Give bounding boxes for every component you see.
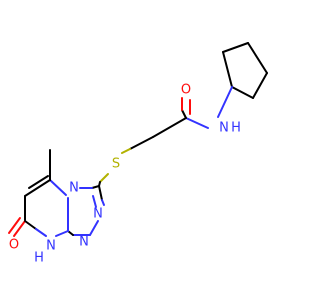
molecule-structure-diagram: O N H S N N N O N H (8, 42, 268, 266)
bond (13, 220, 26, 237)
bond (129, 136, 154, 150)
bond (217, 86, 233, 118)
triazole-ring (67, 185, 105, 236)
bond (121, 148, 131, 154)
bond (231, 86, 254, 99)
sulfur-label: S (112, 157, 120, 172)
bond (222, 51, 233, 88)
bond (152, 117, 187, 138)
bond (99, 173, 109, 183)
amide-nitrogen-label: N (219, 121, 229, 136)
bond (181, 109, 187, 119)
amide-group (121, 86, 233, 154)
bond (91, 185, 100, 189)
triazole-n2-label: N (79, 235, 89, 250)
bond (92, 195, 97, 208)
bond (222, 42, 249, 53)
bond (28, 175, 49, 189)
bond (98, 185, 103, 201)
pyrimidinone-ring (8, 149, 69, 237)
keto-oxygen-label: O (9, 238, 19, 253)
ring-nitrogen-label: N (46, 239, 56, 254)
amide-oxygen-label: O (181, 83, 191, 98)
bond (55, 230, 69, 237)
triazole-n3-label: N (93, 207, 103, 222)
bond (101, 199, 105, 206)
amide-hydrogen-label: H (231, 121, 241, 136)
bond (35, 228, 47, 237)
bond (185, 117, 209, 129)
bond (252, 72, 268, 99)
atom-labels: O N H S N N N O N H (9, 83, 241, 266)
bond (247, 42, 268, 74)
bond (49, 179, 67, 196)
bond (89, 220, 99, 236)
thioether-link (98, 173, 109, 187)
bond (24, 220, 37, 230)
cyclopentyl-ring (222, 42, 268, 99)
bond (67, 230, 74, 236)
ring-hydrogen-label: H (34, 251, 44, 266)
bond (24, 179, 51, 197)
triazole-bridge-nitrogen-label: N (69, 181, 79, 196)
bond (8, 217, 21, 234)
